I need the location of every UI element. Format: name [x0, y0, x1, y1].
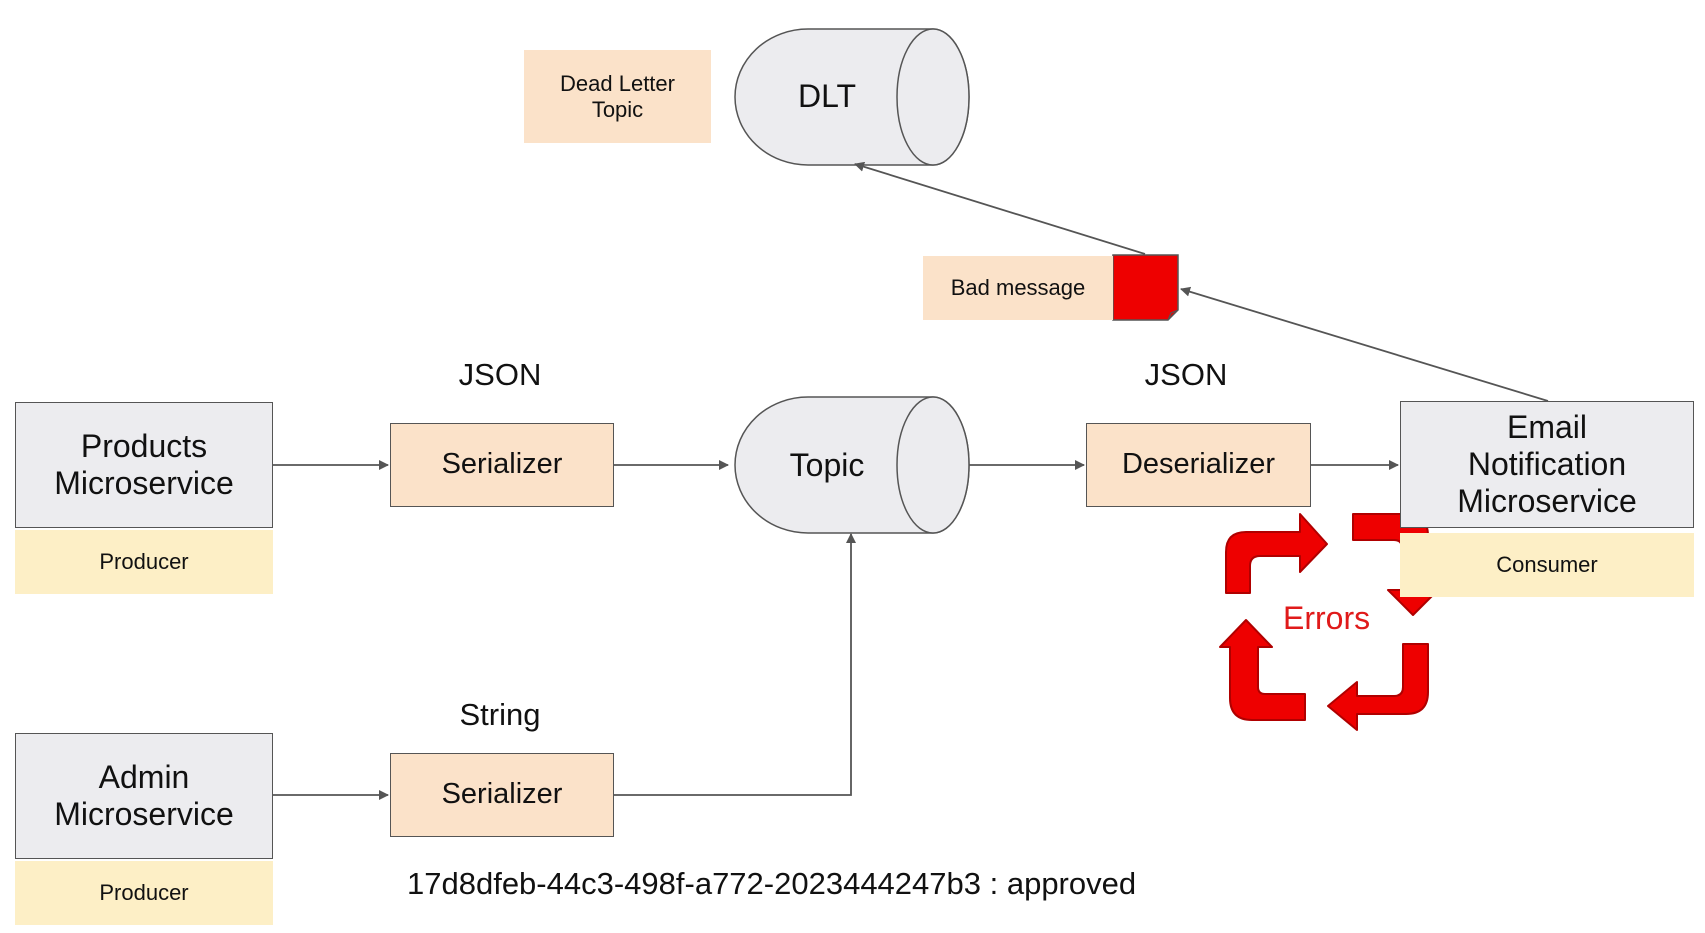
serializer-top-format: JSON [458, 357, 542, 392]
dlt-cylinder [734, 28, 970, 166]
admin-producer-tag: Producer [15, 861, 273, 925]
bad-message-label: Bad message [923, 256, 1113, 320]
dlt-label: DLT [797, 78, 857, 114]
dlt-note-text: Dead Letter Topic [560, 71, 675, 122]
dlt-note: Dead Letter Topic [524, 50, 711, 143]
topic-cylinder [734, 396, 970, 534]
deserializer-format: JSON [1144, 357, 1228, 392]
errors-label: Errors [1283, 600, 1371, 636]
admin-microservice-title: Admin Microservice [54, 759, 234, 832]
arrow-bad-message-to-dlt [854, 161, 1146, 255]
email-microservice-box: Email Notification Microservice [1400, 401, 1694, 528]
products-producer-tag: Producer [15, 530, 273, 594]
email-consumer-tag: Consumer [1400, 533, 1694, 597]
arrow-serializer-string-to-topic [614, 533, 856, 796]
products-microservice-title: Products Microservice [54, 428, 234, 501]
email-microservice-title: Email Notification Microservice [1457, 409, 1637, 519]
footer-status-text: 17d8dfeb-44c3-498f-a772-2023444247b3 : a… [407, 866, 1137, 901]
deserializer-box: Deserializer [1086, 423, 1311, 507]
admin-microservice-box: Admin Microservice [15, 733, 273, 859]
errors-cycle-icon [1219, 513, 1439, 731]
bad-message-square [1112, 254, 1179, 321]
topic-label: Topic [789, 447, 865, 483]
serializer-bottom-format: String [459, 697, 541, 732]
products-microservice-box: Products Microservice [15, 402, 273, 528]
serializer-bottom-box: Serializer [390, 753, 614, 837]
serializer-top-box: Serializer [390, 423, 614, 507]
arrow-email-to-bad-message [1180, 286, 1549, 402]
